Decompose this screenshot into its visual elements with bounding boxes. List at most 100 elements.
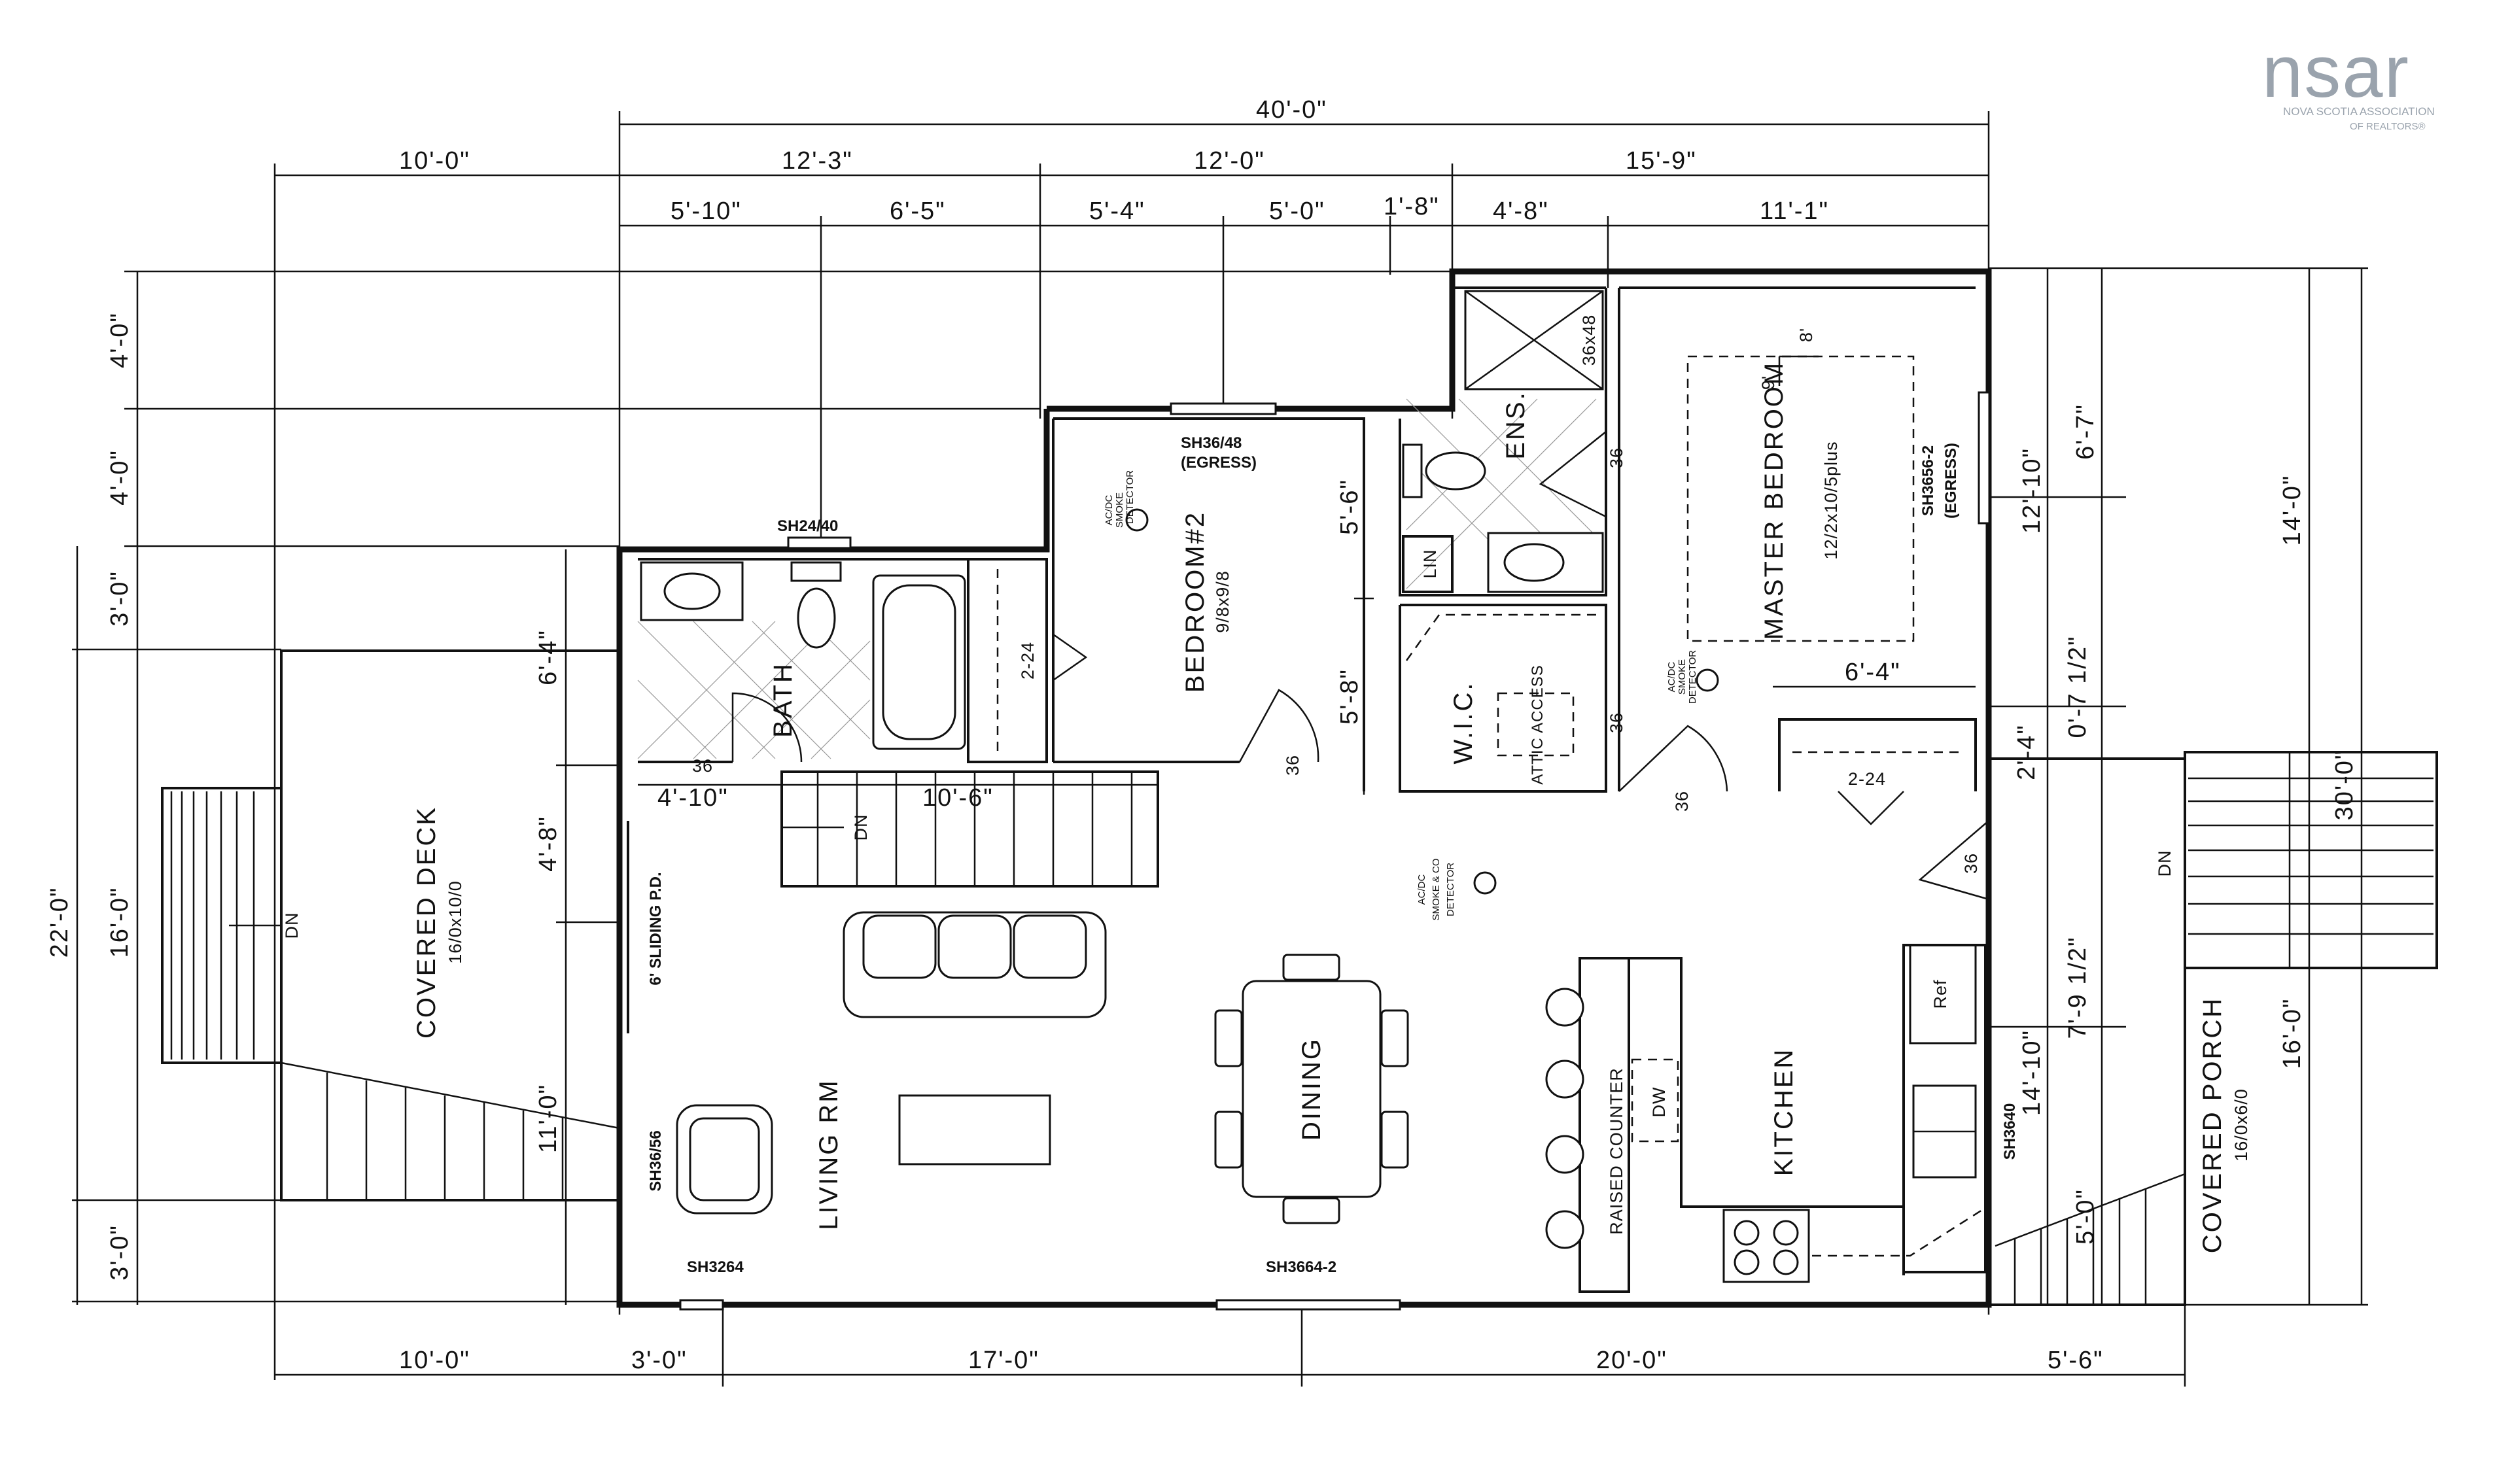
dim-inner-left-3: 11'-0" bbox=[534, 1084, 562, 1153]
deck-name: COVERED DECK bbox=[412, 806, 441, 1039]
bath-door-swing bbox=[731, 692, 803, 763]
dim-bottom-3: 17'-0" bbox=[968, 1347, 1039, 1374]
bath-window-label: SH24/40 bbox=[777, 517, 838, 535]
exterior-walls bbox=[616, 268, 1992, 1308]
dim-right-6: 14'-10" bbox=[2018, 1029, 2046, 1116]
bath: BATH 36 SH24/40 bbox=[637, 517, 969, 776]
smoke-label-2c: DETECTOR bbox=[1687, 650, 1698, 704]
dim-top-sub-3: 5'-4" bbox=[1089, 198, 1145, 225]
living-name: LIVING RM bbox=[814, 1078, 843, 1230]
nsar-logo: nsar NOVA SCOTIA ASSOCIATION OF REALTORS… bbox=[2262, 31, 2435, 132]
refrigerator-label: Ref bbox=[1930, 979, 1950, 1009]
bath-tub-basin bbox=[882, 584, 956, 740]
sofa bbox=[843, 911, 1107, 1018]
closet-bed2-label: 2-24 bbox=[1018, 642, 1038, 680]
master-door-swing bbox=[1618, 725, 1728, 792]
dim-top-seg-3: 15'-9" bbox=[1626, 147, 1697, 175]
linen-closet bbox=[1402, 535, 1454, 593]
dim-left-overall: 22'-0" bbox=[46, 887, 73, 958]
stove-burner-icon bbox=[1773, 1220, 1799, 1246]
logo-tagline-1: NOVA SCOTIA ASSOCIATION bbox=[2283, 105, 2435, 118]
hall-closet: 2-24 bbox=[967, 558, 1048, 763]
deck-size: 16/0x10/0 bbox=[445, 880, 465, 964]
covered-porch: DN COVERED PORCH 16/0x6/0 bbox=[1989, 751, 2438, 1306]
dim-top-sub-6: 4'-8" bbox=[1493, 198, 1549, 225]
refrigerator bbox=[1909, 944, 1977, 1044]
porch-railing-hatch bbox=[1995, 1173, 2186, 1305]
dining-name: DINING bbox=[1297, 1037, 1326, 1141]
dim-top-sub-2: 6'-5" bbox=[890, 198, 946, 225]
bedroom2-window bbox=[1170, 402, 1277, 415]
bath-name: BATH bbox=[769, 662, 797, 738]
entry-closet: 2-24 bbox=[1778, 718, 1977, 825]
porch-stair-treads bbox=[2188, 752, 2434, 968]
dim-bottom-1: 10'-0" bbox=[399, 1347, 470, 1374]
top-dimensions: 40'-0" 10'-0" 12'-3" 12'-0" 15'-9" 5'-10… bbox=[273, 96, 1990, 1380]
stove-burner-icon bbox=[1734, 1249, 1760, 1275]
right-dimensions: 12'-10" 0'-7 1/2" 2'-4" 14'-10" 6'-7" 7'… bbox=[1989, 267, 2368, 1306]
logo-tagline-2: OF REALTORS® bbox=[2350, 121, 2426, 132]
smoke-label-2b: SMOKE bbox=[1677, 659, 1688, 695]
living-window-side-label: SH36/56 bbox=[647, 1130, 665, 1191]
master-window-label: SH3656-2 bbox=[1919, 445, 1937, 516]
dim-top-sub-4: 5'-0" bbox=[1269, 198, 1325, 225]
dim-master-width: 6'-4" bbox=[1845, 659, 1901, 686]
dim-right-2: 6'-7" bbox=[2072, 404, 2099, 460]
kitchen: RAISED COUNTER DW Ref SH3640 KITCHEN bbox=[1545, 944, 2019, 1293]
dim-left-3: 3'-0" bbox=[106, 570, 133, 627]
living-window-front-label: SH3264 bbox=[687, 1258, 744, 1276]
closet-hall-label: 2-24 bbox=[1848, 769, 1886, 789]
master-size: 12/2x10/5plus bbox=[1821, 441, 1841, 559]
ensuite-toilet-icon bbox=[1425, 451, 1486, 491]
attic-access bbox=[1497, 692, 1575, 757]
master-window-note: (EGRESS) bbox=[1942, 443, 1960, 519]
smoke-label-1b: SMOKE bbox=[1114, 492, 1125, 528]
smoke-detector-icon bbox=[1696, 668, 1719, 692]
stove bbox=[1722, 1209, 1810, 1283]
smoke-label-1a: AC/DC bbox=[1104, 494, 1115, 525]
dim-top-seg-2: 12'-0" bbox=[1194, 147, 1265, 175]
dishwasher bbox=[1631, 1058, 1679, 1143]
deck-dn-label: DN bbox=[282, 912, 302, 939]
raised-counter bbox=[1579, 957, 1630, 1293]
dining: DINING SH3664-2 bbox=[1214, 954, 1409, 1311]
smoke-detector-1: AC/DC SMOKE DETECTOR bbox=[1104, 470, 1149, 532]
dim-top-seg-1: 12'-3" bbox=[782, 147, 853, 175]
stove-burner-icon bbox=[1773, 1249, 1799, 1275]
kitchen-window-label: SH3640 bbox=[2001, 1103, 2019, 1160]
wic-door-label: 36 bbox=[1607, 712, 1626, 733]
dim-bottom-5: 5'-6" bbox=[2048, 1347, 2104, 1374]
bedroom2-door-label: 36 bbox=[1283, 755, 1302, 776]
dim-top-deck: 10'-0" bbox=[399, 147, 470, 175]
dim-left-1: 4'-0" bbox=[106, 312, 133, 368]
shower-size-label: 36x48 bbox=[1579, 315, 1599, 366]
bedroom2-closet-doors bbox=[1053, 633, 1088, 682]
ensuite-toilet-tank bbox=[1402, 443, 1423, 498]
dining-window bbox=[1215, 1299, 1401, 1311]
entry-door-swing bbox=[1918, 820, 1989, 901]
co-detector-icon bbox=[1473, 871, 1497, 895]
bedroom-2: SH36/48 (EGRESS) AC/DC SMOKE DETECTOR BE… bbox=[1052, 402, 1374, 795]
ensuite: 36x48 LIN ENS. 36 bbox=[1399, 286, 1626, 596]
master-name: MASTER BEDROOM bbox=[1760, 361, 1788, 640]
deck-stair-treads bbox=[170, 791, 255, 1060]
dim-top-sub-7: 11'-1" bbox=[1760, 198, 1829, 225]
bath-toilet-icon bbox=[797, 587, 836, 649]
linen-label: LIN bbox=[1420, 549, 1440, 578]
dim-right-5: 7'-9 1/2" bbox=[2064, 936, 2091, 1039]
dim-left-4: 16'-0" bbox=[106, 887, 133, 958]
smoke-label-3a: AC/DC bbox=[1416, 874, 1427, 905]
stairs: DN 4'-10" 10'-6" bbox=[638, 770, 1159, 888]
dim-bottom-2: 3'-0" bbox=[631, 1347, 688, 1374]
smoke-detector-2: AC/DC SMOKE DETECTOR bbox=[1666, 650, 1719, 704]
entry-door: 36 bbox=[1918, 820, 1989, 901]
ensuite-sink-icon bbox=[1503, 543, 1565, 582]
smoke-label-2a: AC/DC bbox=[1666, 661, 1677, 692]
sliding-door-label: 6' SLIDING P.D. bbox=[647, 872, 665, 985]
smoke-label-3b: SMOKE & CO bbox=[1431, 858, 1442, 920]
dim-stair-2: 10'-6" bbox=[922, 784, 994, 812]
dim-left-2: 4'-0" bbox=[106, 449, 133, 506]
ensuite-name: ENS. bbox=[1501, 390, 1530, 459]
covered-deck: DN COVERED DECK 16/0x10/0 bbox=[161, 649, 620, 1201]
